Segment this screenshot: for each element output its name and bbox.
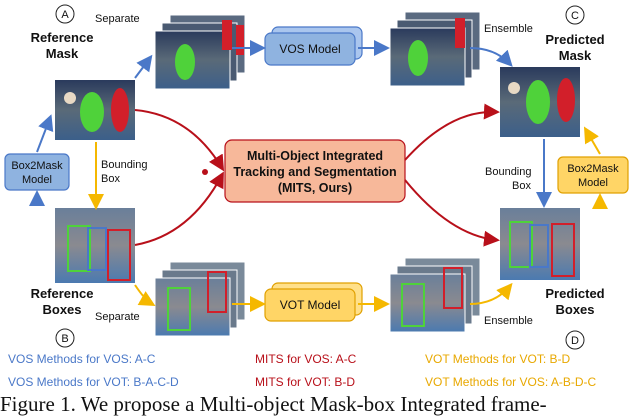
mits-label-3: (MITS, Ours) bbox=[278, 181, 352, 195]
reference-mask-label-1: Reference bbox=[31, 30, 94, 45]
legend-red-1: MITS for VOS: A-C bbox=[255, 352, 357, 366]
node-b-letter: B bbox=[61, 333, 68, 345]
vot-model-box: VOT Model bbox=[264, 282, 363, 322]
predicted-boxes-label-1: Predicted bbox=[545, 286, 604, 301]
figure-caption: Figure 1. We propose a Multi-object Mask… bbox=[0, 392, 547, 416]
arrow-frames-to-c bbox=[469, 47, 513, 67]
predicted-mask-label-2: Mask bbox=[559, 48, 592, 63]
node-c-circle: C bbox=[565, 5, 585, 25]
vot-output-frames bbox=[389, 257, 481, 333]
reference-mask-label-2: Mask bbox=[46, 46, 79, 61]
arrow-b-to-mits bbox=[134, 171, 224, 246]
node-c-letter: C bbox=[571, 10, 579, 22]
arrow-a-to-mits bbox=[134, 109, 225, 172]
node-d-circle: D bbox=[565, 330, 585, 350]
box2mask-left-label-2: Model bbox=[22, 174, 52, 186]
mits-label-2: Tracking and Segmentation bbox=[233, 165, 396, 179]
legend-yellow-1: VOT Methods for VOT: B-D bbox=[425, 352, 570, 366]
bbox-left-label-1: Bounding bbox=[101, 159, 148, 171]
arrow-box2mask-left-to-a bbox=[36, 114, 54, 153]
separate-bottom-label: Separate bbox=[95, 311, 140, 323]
mits-box: Multi-Object Integrated Tracking and Seg… bbox=[224, 139, 406, 203]
arrow-b-to-separate bbox=[134, 284, 156, 306]
bbox-right-label-1: Bounding bbox=[485, 166, 532, 178]
node-b-circle: B bbox=[55, 328, 75, 348]
predicted-boxes-label-2: Boxes bbox=[555, 302, 594, 317]
vos-model-label: VOS Model bbox=[279, 42, 340, 56]
arrow-frames-to-d bbox=[469, 282, 513, 305]
node-a-letter: A bbox=[61, 9, 69, 21]
reference-mask-image bbox=[55, 80, 135, 140]
legend-yellow-2: VOT Methods for VOS: A-B-D-C bbox=[425, 375, 596, 389]
arrow-mits-to-c bbox=[404, 103, 500, 161]
box2mask-left-box: Box2Mask Model bbox=[4, 153, 70, 191]
ensemble-top-label: Ensemble bbox=[484, 23, 533, 35]
separate-mask-frames bbox=[154, 14, 246, 90]
reference-boxes-label-2: Boxes bbox=[42, 302, 81, 317]
predicted-mask-label-1: Predicted bbox=[545, 32, 604, 47]
legend-red-2: MITS for VOT: B-D bbox=[255, 375, 355, 389]
reference-boxes-image bbox=[55, 208, 135, 283]
node-a-circle: A bbox=[55, 4, 75, 24]
vos-output-frames bbox=[389, 11, 481, 87]
bbox-left-label-2: Box bbox=[101, 173, 120, 185]
mits-junction-dot bbox=[202, 169, 208, 175]
arrow-mits-to-d bbox=[404, 179, 500, 247]
reference-boxes-label-1: Reference bbox=[31, 286, 94, 301]
separate-top-label: Separate bbox=[95, 13, 140, 25]
predicted-mask-image bbox=[500, 67, 580, 137]
box2mask-right-box: Box2Mask Model bbox=[557, 156, 629, 194]
vot-model-label: VOT Model bbox=[280, 298, 340, 312]
legend-blue-2: VOS Methods for VOT: B-A-C-D bbox=[8, 375, 179, 389]
ensemble-bottom-label: Ensemble bbox=[484, 315, 533, 327]
bbox-right-label-2: Box bbox=[512, 180, 531, 192]
legend-blue-1: VOS Methods for VOS: A-C bbox=[8, 352, 156, 366]
box2mask-right-label-2: Model bbox=[578, 177, 608, 189]
box2mask-right-label-1: Box2Mask bbox=[567, 163, 619, 175]
vos-model-box: VOS Model bbox=[264, 26, 363, 66]
arrow-box2mask-right-to-c bbox=[583, 126, 601, 155]
separate-box-frames bbox=[154, 261, 246, 337]
box2mask-left-label-1: Box2Mask bbox=[11, 160, 63, 172]
mits-label-1: Multi-Object Integrated bbox=[247, 149, 383, 163]
node-d-letter: D bbox=[571, 335, 579, 347]
predicted-boxes-image bbox=[500, 208, 580, 280]
arrow-a-to-separate bbox=[134, 54, 153, 79]
